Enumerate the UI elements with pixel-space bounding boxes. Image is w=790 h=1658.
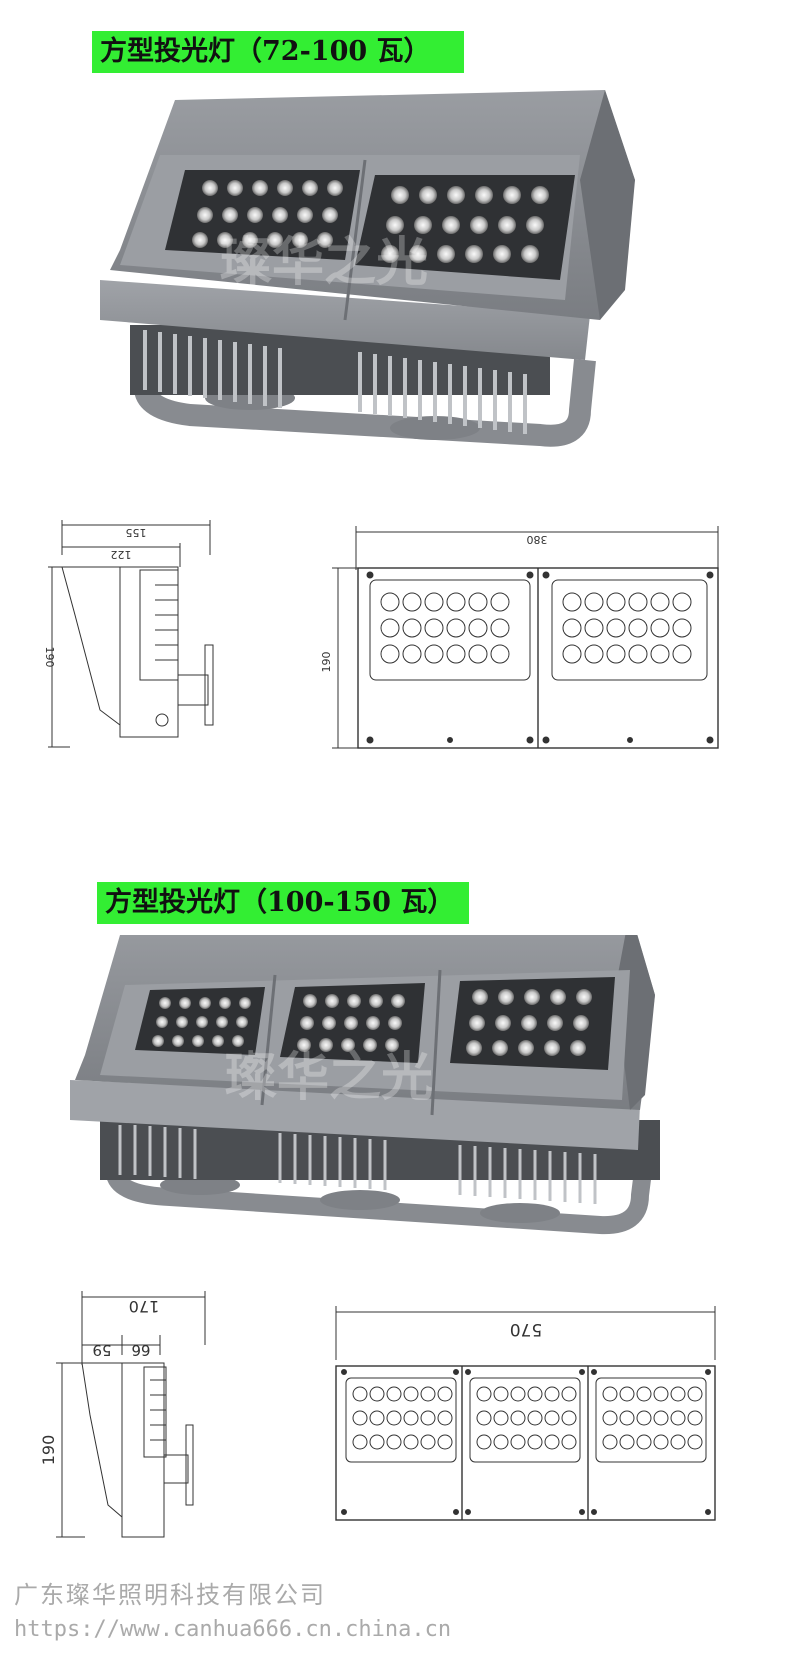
company-name: 广东璨华照明科技有限公司 — [14, 1581, 326, 1609]
section2-title: 方型投光灯（100-150 瓦） — [97, 882, 469, 924]
dim-width: 380 — [527, 533, 548, 546]
dim-width-2: 570 — [510, 1319, 542, 1339]
dim-height: 190 — [43, 647, 56, 668]
dim-part-b: 66 — [131, 1341, 150, 1359]
website-url: https://www.canhua666.cn.china.cn — [14, 1617, 452, 1642]
side-view-drawing-2: 170 59 66 190 — [40, 1291, 206, 1538]
dim-top-outer-2: 170 — [129, 1297, 160, 1316]
side-view-drawing-1: 155 122 190 — [43, 520, 214, 748]
section1-title: 方型投光灯（72-100 瓦） — [92, 31, 464, 73]
dim-top-inner: 122 — [111, 548, 132, 561]
front-view-drawing-2: 570 — [335, 1306, 716, 1521]
dim-top-outer: 155 — [126, 526, 147, 539]
dim-height-2: 190 — [40, 1435, 58, 1466]
floodlight-photo-2-module: 璨华之光 — [100, 90, 635, 447]
dim-part-a: 59 — [92, 1341, 111, 1359]
watermark-text: 璨华之光 — [220, 233, 428, 293]
watermark-text-2: 璨华之光 — [225, 1048, 433, 1108]
dim-front-height: 190 — [320, 652, 333, 673]
floodlight-photo-3-module: 璨华之光 — [70, 935, 660, 1235]
front-view-drawing-1: 380 190 — [320, 526, 719, 749]
